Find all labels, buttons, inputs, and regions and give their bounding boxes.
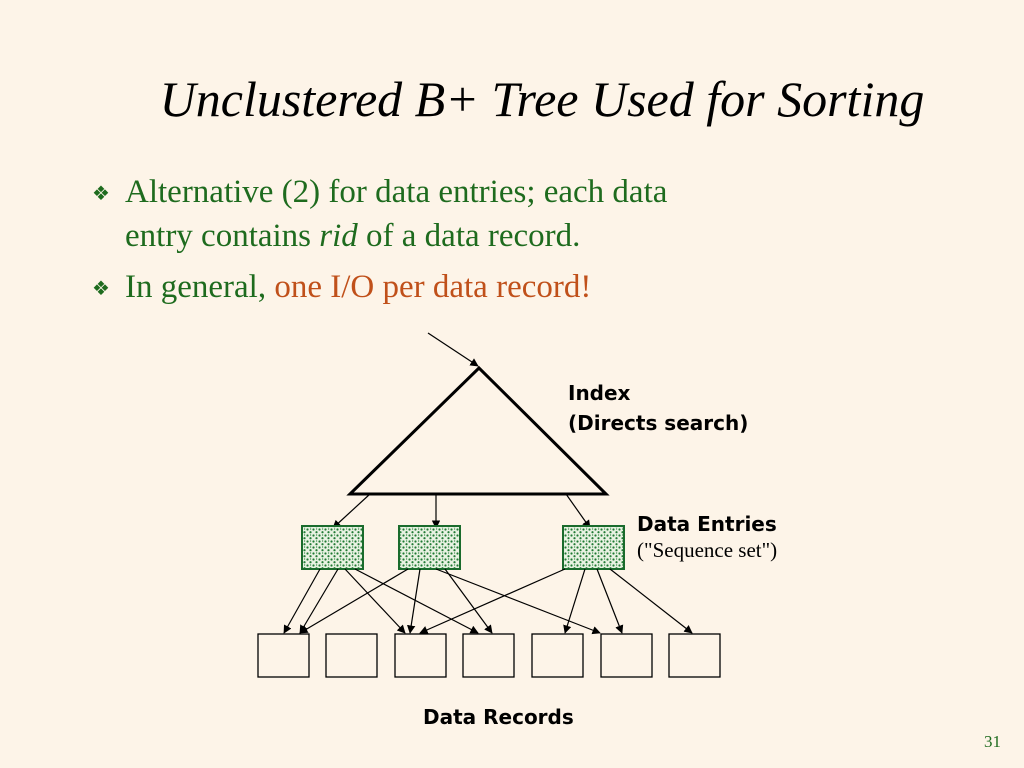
data-record-page: [257, 633, 310, 678]
data-record-page: [462, 633, 515, 678]
data-record-page: [394, 633, 447, 678]
bullet-1-line2-pre: entry contains: [125, 218, 320, 254]
data-entries-label: Data Entries: [637, 512, 777, 536]
index-to-entry-arrow: [332, 493, 371, 529]
index-triangle: [346, 365, 610, 496]
bullet-item-io: ❖ In general, one I/O per data record!: [92, 265, 892, 309]
rid-term: rid: [319, 218, 358, 254]
slide-number: 31: [984, 732, 1001, 751]
bullet-2-pre: In general,: [125, 269, 275, 305]
bullet-2-highlight: one I/O per data record!: [274, 269, 592, 305]
index-label-line2: (Directs search): [568, 411, 749, 435]
bullet-1-line1: Alternative (2) for data entries; each d…: [125, 174, 668, 210]
data-entry-page: [301, 525, 364, 570]
index-label: Index (Directs search): [568, 378, 748, 438]
bullet-1-line2: entry contains rid of a data record.: [125, 214, 892, 258]
data-record-page: [325, 633, 378, 678]
data-record-page: [668, 633, 721, 678]
page-title: Unclustered B+ Tree Used for Sorting: [159, 71, 925, 127]
bullet-item-alternative: ❖ Alternative (2) for data entries; each…: [92, 170, 892, 258]
data-entry-page: [562, 525, 625, 570]
data-records-label: Data Records: [423, 705, 574, 729]
data-record-page: [600, 633, 653, 678]
diamond-bullet-icon: ❖: [92, 278, 110, 300]
sequence-set-label: ("Sequence set"): [637, 538, 778, 562]
index-label-line1: Index: [568, 381, 631, 405]
bullet-1-line2-post: of a data record.: [357, 218, 581, 254]
diamond-bullet-icon: ❖: [92, 183, 110, 205]
rid-pointer-arrows: [283, 568, 693, 635]
bullet-list: ❖ Alternative (2) for data entries; each…: [92, 170, 892, 316]
data-entry-page: [398, 525, 461, 570]
data-record-page: [531, 633, 584, 678]
index-to-entry-arrow: [565, 493, 591, 529]
root-pointer-arrow: [427, 332, 479, 367]
